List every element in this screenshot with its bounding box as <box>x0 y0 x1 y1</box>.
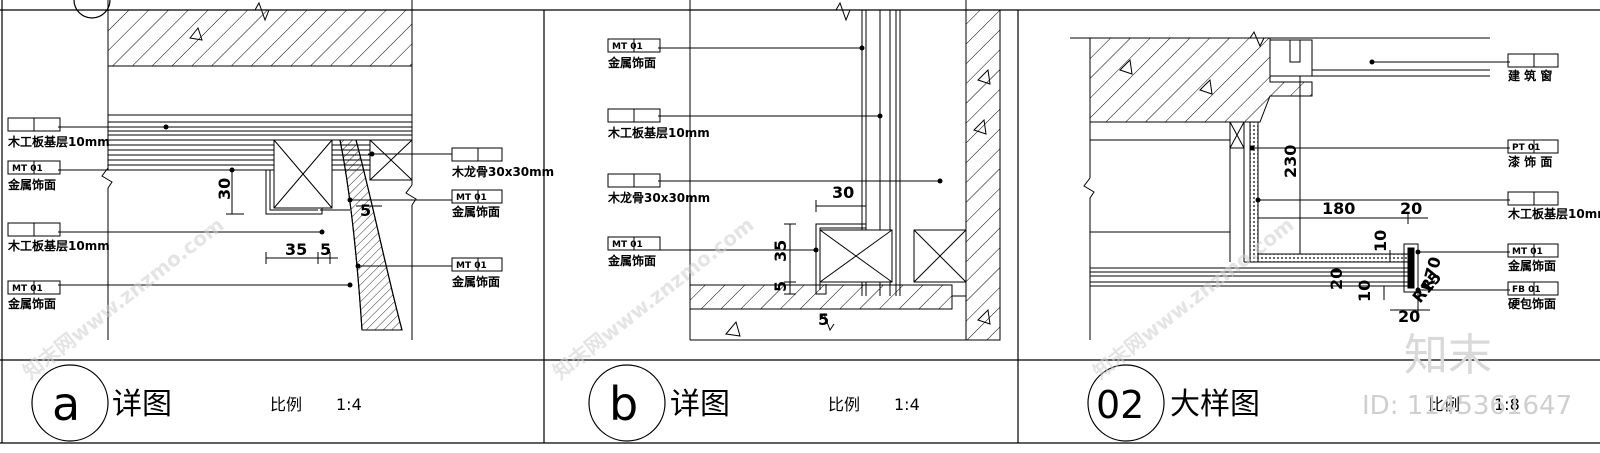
c-scale-value: 1:8 <box>1494 395 1520 414</box>
a-scale-value: 1:4 <box>336 395 362 414</box>
detail-02-leader-dots <box>1249 59 1421 293</box>
b-callout-1-label: 金属饰面 <box>607 55 656 70</box>
detail-a-drawing <box>7 0 503 340</box>
a-callout-2-tag: MT 01 <box>12 164 43 174</box>
a-title: 详图 <box>112 387 172 422</box>
a-callout-6-label: 金属饰面 <box>451 204 500 219</box>
b-callout-4-tag: MT 01 <box>612 240 643 250</box>
detail-b-circle <box>588 364 666 442</box>
a-callout-7-label: 金属饰面 <box>451 274 500 289</box>
b-callout-1-tag: MT 01 <box>612 42 643 52</box>
c-dim-180: 180 <box>1322 199 1355 218</box>
detail-02-drawing <box>1070 30 1559 340</box>
b-scale-value: 1:4 <box>894 395 920 414</box>
detail-b-leader-dots <box>813 45 943 253</box>
a-callout-5-label: 木龙骨30x30mm <box>451 164 554 179</box>
c-callout-4-label: 金属饰面 <box>1507 258 1556 273</box>
c-callout-2-label: 漆 饰 面 <box>1508 154 1552 169</box>
a-detail-mark: a <box>52 377 80 431</box>
c-dim-10-b: 10 <box>1355 280 1374 302</box>
a-callout-4-tag: MT 01 <box>12 284 43 294</box>
c-callout-3-label: 木工板基层10mm <box>1507 206 1600 221</box>
c-callout-5-label: 硬包饰面 <box>1508 296 1556 311</box>
b-dim-35: 35 <box>771 240 790 262</box>
b-detail-mark: b <box>609 377 638 431</box>
detail-a-leader-dots <box>163 124 375 288</box>
c-dim-20-b: 20 <box>1327 268 1346 290</box>
c-dim-10-a: 10 <box>1371 230 1390 252</box>
c-callout-2-tag: PT 01 <box>1512 143 1540 153</box>
watermark-id: ID: 1145361647 <box>1362 391 1572 421</box>
c-scale-label: 比例 <box>1428 395 1460 414</box>
c-callout-4-tag: MT 01 <box>1512 247 1543 257</box>
detail-a-circle <box>31 364 109 442</box>
watermark-c: 知末网www.znzmo.com <box>1088 212 1298 384</box>
c-title: 大样图 <box>1170 387 1260 422</box>
c-detail-mark: 02 <box>1096 383 1144 427</box>
a-dim-30: 30 <box>215 178 234 200</box>
c-dim-20-a: 20 <box>1400 199 1422 218</box>
b-title: 详图 <box>670 387 730 422</box>
a-callout-2-label: 金属饰面 <box>7 177 56 192</box>
a-callout-3-label: 木工板基层10mm <box>7 238 110 253</box>
b-dim-5-a: 5 <box>771 281 790 292</box>
b-callout-4-label: 金属饰面 <box>607 253 656 268</box>
b-dim-5-b: 5 <box>818 310 829 329</box>
a-dim-5-b: 5 <box>360 201 371 220</box>
watermark-brand: 知末 <box>1404 330 1492 381</box>
a-dim-35: 35 <box>285 240 307 259</box>
b-callout-2-label: 木工板基层10mm <box>607 125 710 140</box>
a-callout-1-label: 木工板基层10mm <box>7 134 110 149</box>
a-callout-6-tag: MT 01 <box>456 193 487 203</box>
a-dim-5-a: 5 <box>320 240 331 259</box>
b-callout-3-label: 木龙骨30x30mm <box>607 190 710 205</box>
detail-02-circle <box>1087 364 1165 442</box>
c-callout-1-label: 建 筑 窗 <box>1507 68 1552 83</box>
c-dim-230: 230 <box>1281 145 1300 178</box>
b-dim-30: 30 <box>832 183 854 202</box>
detail-b-drawing <box>607 0 1001 341</box>
a-scale-label: 比例 <box>270 395 302 414</box>
a-callout-7-tag: MT 01 <box>456 261 487 271</box>
c-callout-5-tag: FB 01 <box>1512 285 1541 295</box>
b-scale-label: 比例 <box>828 395 860 414</box>
a-callout-4-label: 金属饰面 <box>7 296 56 311</box>
c-dim-20-c: 20 <box>1398 307 1420 326</box>
